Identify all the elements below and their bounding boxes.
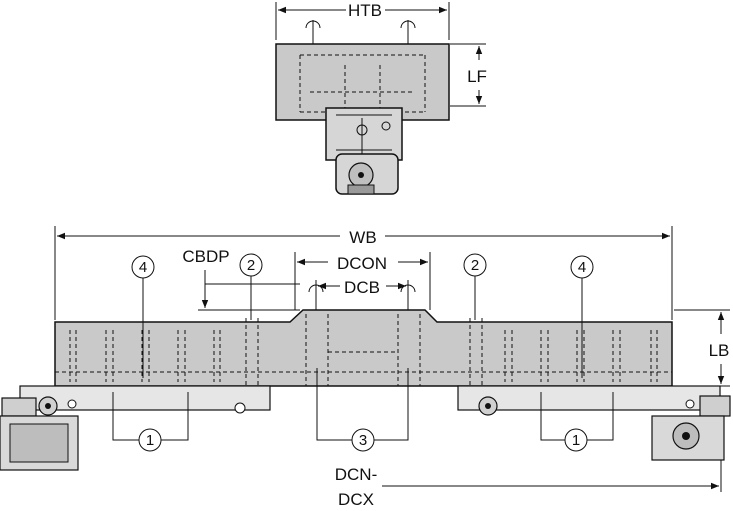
htb-label: HTB [348,1,382,20]
dcn-label-line1: DCN- [335,465,378,484]
lf-label: LF [467,67,487,86]
top-view-cartridge [325,107,403,161]
callout-1-right: 1 [572,432,580,449]
callout-2-left: 2 [247,257,255,274]
front-view-body [54,309,673,387]
right-cartridge [457,385,721,411]
dcn-label-line2: DCX [338,490,374,509]
dcb-label: DCB [344,278,380,297]
wb-label: WB [349,228,376,247]
dcon-label: DCON [337,254,387,273]
callout-4-left: 4 [139,259,147,276]
lb-label: LB [709,341,730,360]
front-view: WB DCON DCB CBDP [0,226,731,509]
callout-2-right: 2 [471,257,479,274]
callout-1-left: 1 [146,432,154,449]
cbdp-label: CBDP [182,247,229,266]
callout-3: 3 [359,432,367,449]
callout-4-right: 4 [578,259,586,276]
left-cartridge [19,385,271,411]
top-view: HTB LF [275,1,487,195]
